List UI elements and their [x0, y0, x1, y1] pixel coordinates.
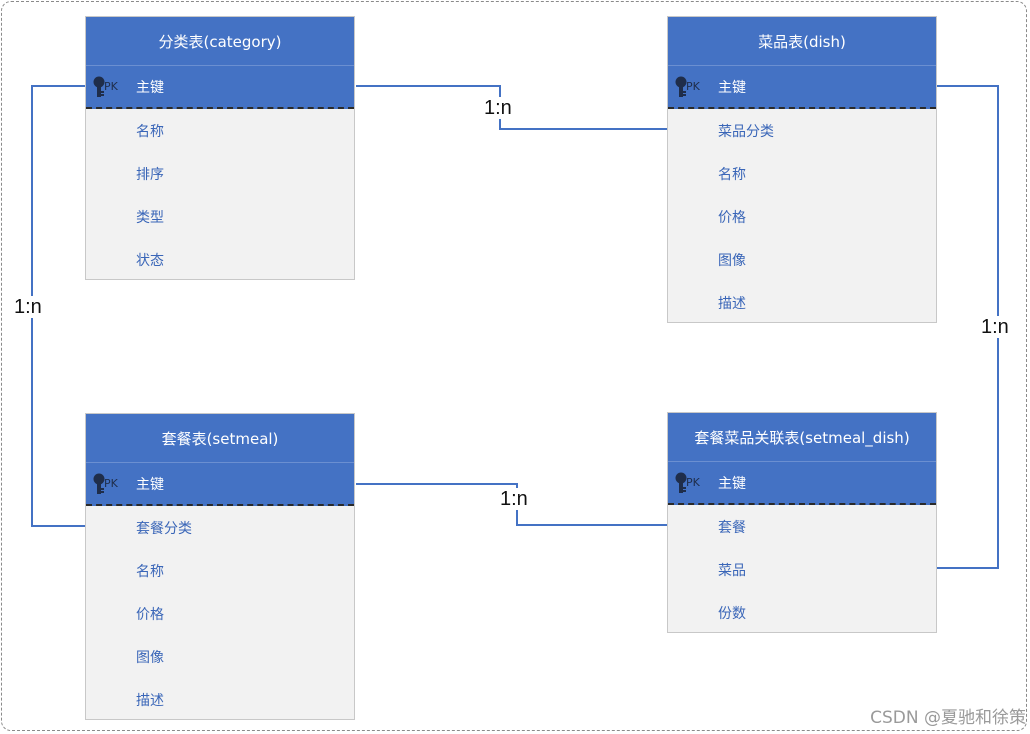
table-setmeal: 套餐表(setmeal) PK 主键 套餐分类 名称 价格 图像 描述: [85, 413, 355, 720]
key-icon: [675, 472, 687, 493]
field-row: 菜品分类: [718, 123, 774, 140]
field-row: 价格: [136, 606, 164, 623]
table-title: 套餐表(setmeal): [86, 414, 354, 463]
watermark: CSDN @夏驰和徐策: [870, 708, 1026, 728]
table-dish: 菜品表(dish) PK 主键 菜品分类 名称 价格 图像 描述: [667, 16, 937, 323]
field-row: 名称: [136, 123, 164, 140]
field-row: 类型: [136, 209, 164, 226]
field-row: 价格: [718, 209, 746, 226]
field-row: 描述: [718, 295, 746, 312]
pk-field: 主键: [136, 476, 164, 493]
field-row: 份数: [718, 605, 746, 622]
key-icon: [93, 473, 105, 494]
relation-label-dish-setmeal-dish: 1:n: [981, 316, 1009, 338]
field-row: 描述: [136, 692, 164, 709]
primary-key-row: PK 主键: [668, 462, 936, 505]
field-row: 图像: [718, 252, 746, 269]
primary-key-row: PK 主键: [86, 463, 354, 506]
field-row: 套餐: [718, 519, 746, 536]
relation-label-category-setmeal: 1:n: [14, 296, 42, 318]
relation-label-category-dish: 1:n: [484, 97, 512, 119]
field-row: 名称: [718, 166, 746, 183]
table-category: 分类表(category) PK 主键 名称 排序 类型 状态: [85, 16, 355, 280]
field-row: 图像: [136, 649, 164, 666]
pk-tag: PK: [104, 80, 118, 93]
pk-field: 主键: [718, 79, 746, 96]
table-title: 菜品表(dish): [668, 17, 936, 66]
pk-field: 主键: [718, 475, 746, 492]
field-row: 套餐分类: [136, 520, 192, 537]
key-icon: [93, 76, 105, 97]
field-row: 排序: [136, 166, 164, 183]
pk-tag: PK: [686, 476, 700, 489]
field-row: 菜品: [718, 562, 746, 579]
pk-field: 主键: [136, 79, 164, 96]
field-row: 状态: [136, 252, 164, 269]
primary-key-row: PK 主键: [86, 66, 354, 109]
table-setmeal-dish: 套餐菜品关联表(setmeal_dish) PK 主键 套餐 菜品 份数: [667, 412, 937, 633]
pk-tag: PK: [686, 80, 700, 93]
table-title: 分类表(category): [86, 17, 354, 66]
field-row: 名称: [136, 563, 164, 580]
key-icon: [675, 76, 687, 97]
table-title: 套餐菜品关联表(setmeal_dish): [668, 413, 936, 462]
pk-tag: PK: [104, 477, 118, 490]
primary-key-row: PK 主键: [668, 66, 936, 109]
relation-label-setmeal-setmeal-dish: 1:n: [500, 488, 528, 510]
